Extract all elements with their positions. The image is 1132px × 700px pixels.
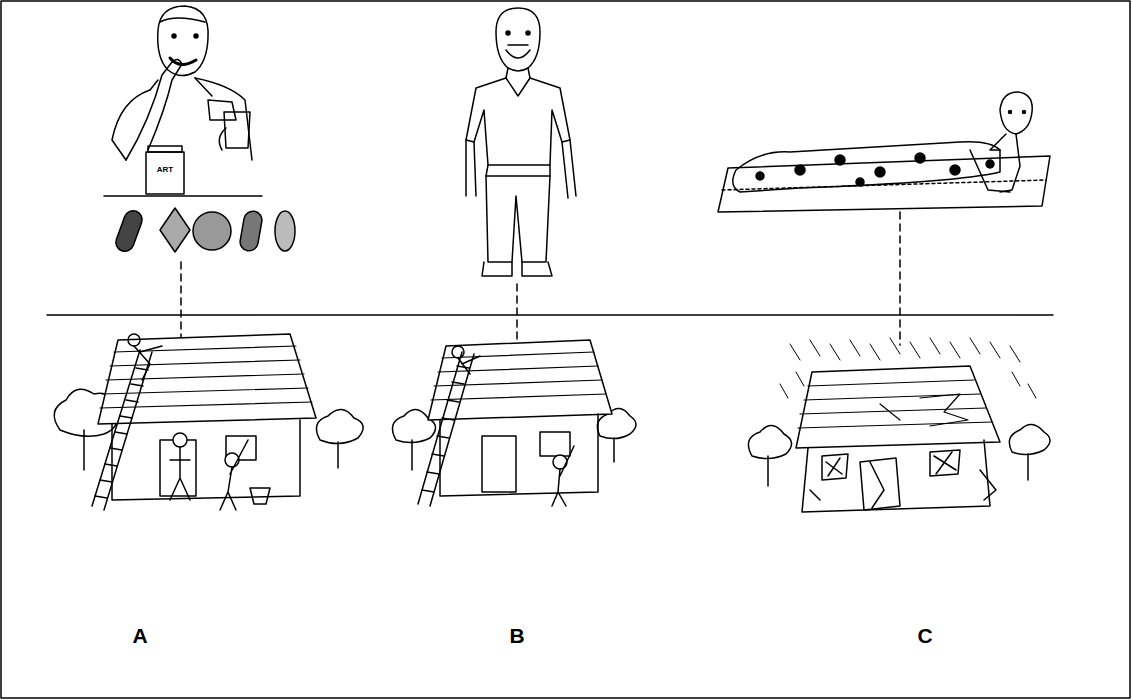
panel-letter: C xyxy=(917,625,932,646)
divider-line xyxy=(47,314,1053,316)
bottle-label: ART xyxy=(156,166,174,174)
house-being-repaired-b xyxy=(392,340,636,506)
collapsing-house-c xyxy=(748,338,1050,512)
dashed-lines xyxy=(181,212,900,345)
man-taking-pills xyxy=(104,6,262,196)
sick-man-lying xyxy=(718,92,1050,212)
house-being-repaired-a xyxy=(54,334,363,510)
pills xyxy=(113,208,295,254)
standing-man xyxy=(466,8,576,276)
panel-letter: A xyxy=(132,625,147,646)
panel-letter: B xyxy=(509,625,524,646)
